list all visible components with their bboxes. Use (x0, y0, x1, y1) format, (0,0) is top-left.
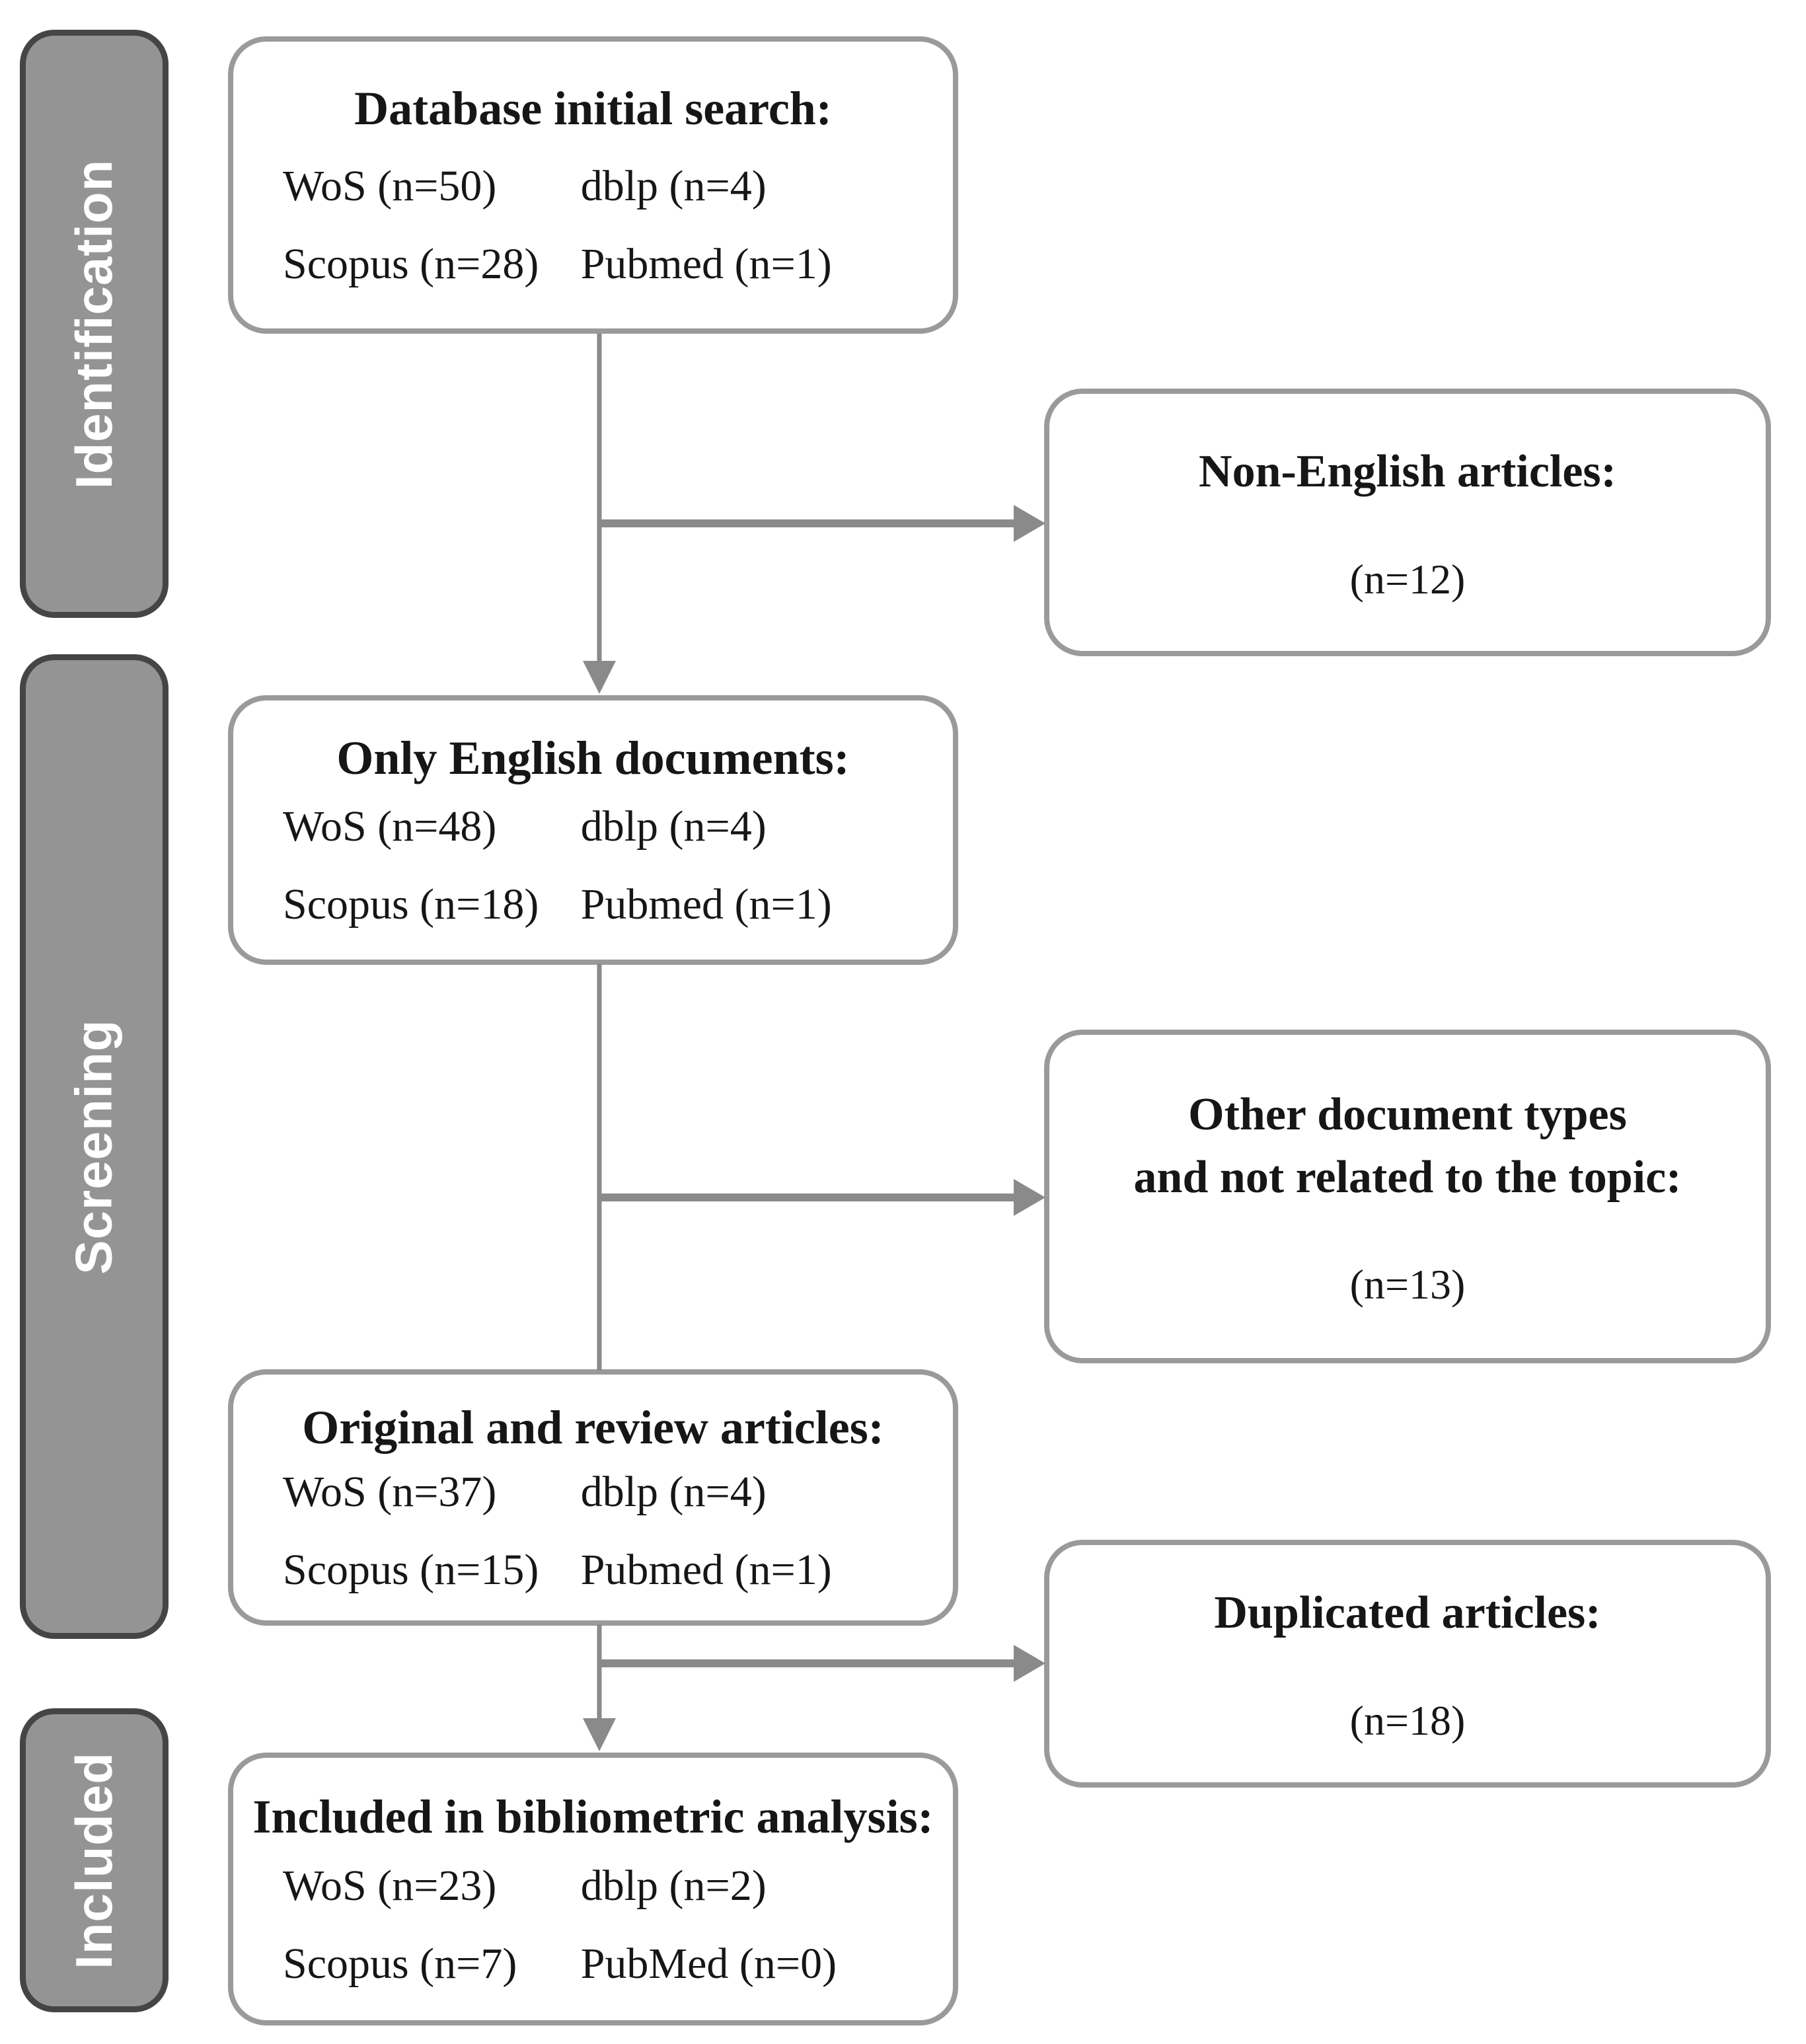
stage-included: Included (20, 1708, 169, 2012)
box-original-review-articles: Original and review articles: WoS (n=37)… (228, 1369, 958, 1626)
count-entry: Pubmed (n=1) (580, 1545, 832, 1594)
exclusion-title-line: and not related to the topic: (1133, 1151, 1682, 1203)
count-entry: Scopus (n=28) (283, 239, 539, 288)
exclusion-count: (n=13) (1349, 1261, 1466, 1308)
box-duplicated-articles: Duplicated articles: (n=18) (1044, 1540, 1771, 1788)
exclusion-title: Duplicated articles: (1214, 1582, 1600, 1645)
box-other-document-types: Other document types and not related to … (1044, 1030, 1771, 1363)
exclusion-title-line: Duplicated articles: (1214, 1587, 1601, 1639)
box-counts: WoS (n=50) dblp (n=4) Scopus (n=28) Pubm… (233, 161, 953, 288)
count-entry: dblp (n=2) (580, 1862, 767, 1911)
arrowhead-right-1 (1014, 505, 1045, 542)
box-title: Included in bibliometric analysis: (252, 1790, 934, 1843)
count-entry: WoS (n=23) (283, 1862, 497, 1911)
count-entry: Scopus (n=15) (283, 1545, 539, 1594)
stage-identification-label: Identification (65, 159, 123, 489)
count-entry: WoS (n=50) (283, 161, 497, 210)
stage-screening: Screening (20, 654, 169, 1639)
stage-identification: Identification (20, 30, 169, 618)
exclusion-count: (n=12) (1349, 555, 1466, 603)
count-entry: dblp (n=4) (580, 802, 767, 851)
box-title: Original and review articles: (302, 1401, 884, 1455)
exclusion-title: Non-English articles: (1199, 441, 1616, 504)
count-entry: PubMed (n=0) (580, 1940, 837, 1988)
count-entry: dblp (n=4) (580, 161, 767, 210)
box-database-initial-search: Database initial search: WoS (n=50) dblp… (228, 36, 958, 334)
arrowhead-right-2 (1014, 1179, 1045, 1216)
box-title: Database initial search: (354, 82, 832, 135)
stage-screening-label: Screening (65, 1018, 124, 1275)
count-entry: WoS (n=48) (283, 802, 497, 851)
exclusion-count: (n=18) (1349, 1696, 1466, 1744)
box-counts: WoS (n=48) dblp (n=4) Scopus (n=18) Pubm… (233, 802, 953, 928)
box-counts: WoS (n=23) dblp (n=2) Scopus (n=7) PubMe… (233, 1864, 953, 1986)
count-entry: WoS (n=37) (283, 1467, 497, 1516)
box-non-english-articles: Non-English articles: (n=12) (1044, 389, 1771, 656)
stage-included-label: Included (65, 1751, 123, 1969)
box-included-bibliometric-analysis: Included in bibliometric analysis: WoS (… (228, 1753, 958, 2025)
box-title: Only English documents: (336, 732, 850, 785)
count-entry: Pubmed (n=1) (580, 880, 832, 928)
exclusion-title-line: Non-English articles: (1199, 446, 1616, 498)
count-entry: dblp (n=4) (580, 1467, 767, 1516)
arrowhead-down-1 (583, 661, 616, 694)
arrowhead-down-2 (583, 1718, 616, 1751)
arrowhead-right-3 (1014, 1645, 1045, 1682)
exclusion-title-line: Other document types (1188, 1089, 1627, 1140)
count-entry: Scopus (n=18) (283, 880, 539, 928)
count-entry: Scopus (n=7) (283, 1940, 517, 1988)
box-only-english-documents: Only English documents: WoS (n=48) dblp … (228, 695, 958, 965)
count-entry: Pubmed (n=1) (580, 239, 832, 288)
exclusion-title: Other document types and not related to … (1134, 1084, 1682, 1209)
box-counts: WoS (n=37) dblp (n=4) Scopus (n=15) Pubm… (233, 1470, 953, 1592)
